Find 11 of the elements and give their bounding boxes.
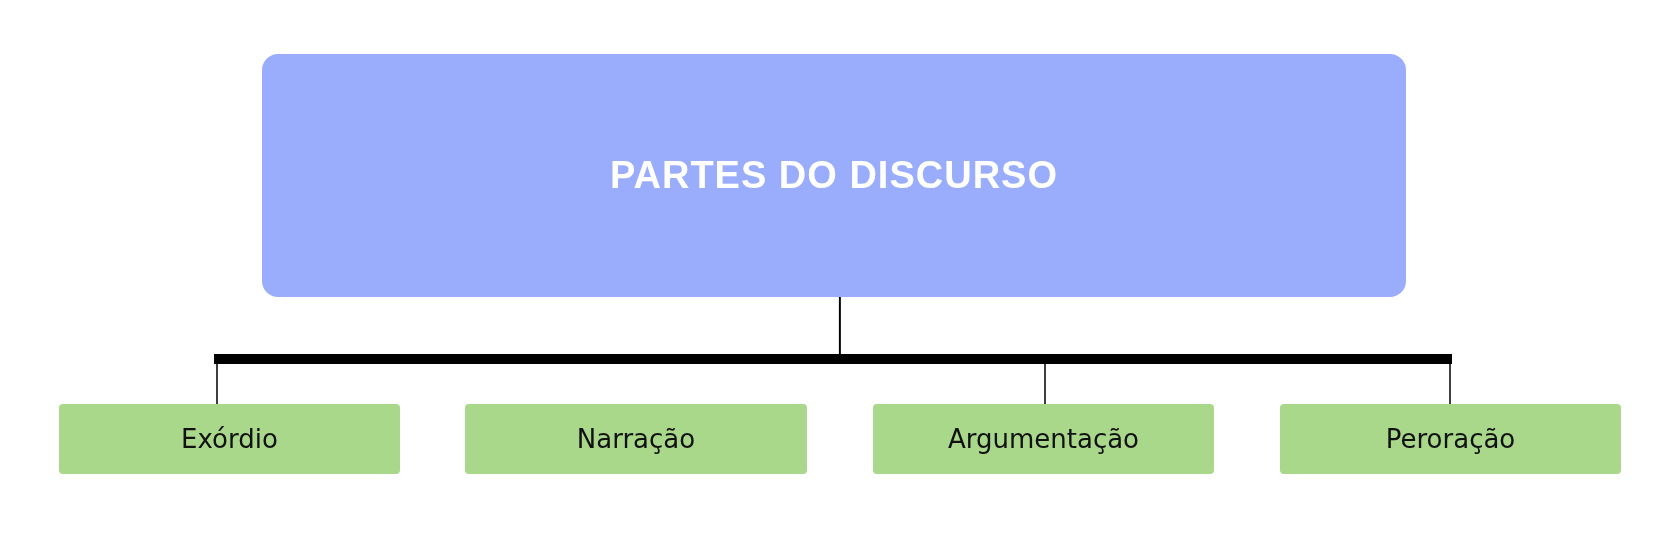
- title-text: PARTES DO DISCURSO: [610, 154, 1058, 197]
- topic-label: Exórdio: [181, 424, 278, 454]
- topic-label: Peroração: [1385, 424, 1516, 454]
- connector-line: [838, 296, 1451, 405]
- title-box: [262, 54, 1406, 297]
- topic-box: [59, 404, 400, 474]
- topic-box: [1280, 404, 1621, 474]
- topic-box: [465, 404, 807, 474]
- topic-box: [873, 404, 1214, 474]
- topic-label: Narração: [576, 424, 696, 454]
- topic-label: Argumentação: [947, 424, 1140, 454]
